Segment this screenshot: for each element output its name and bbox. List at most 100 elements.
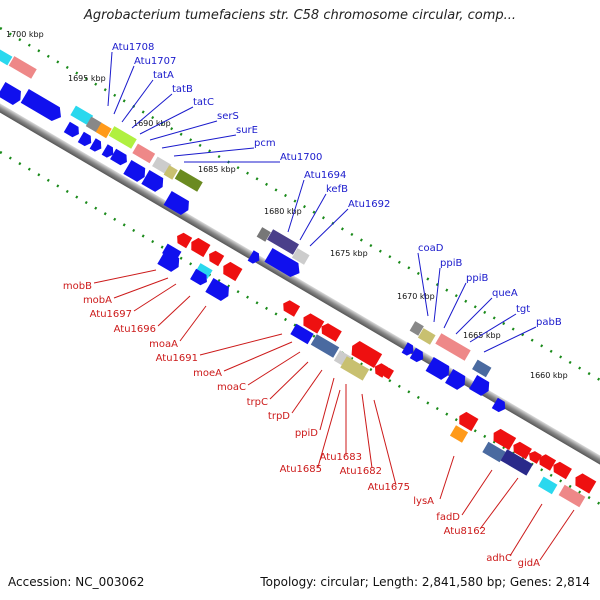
scale-1695: 1695 kbp [68, 74, 106, 83]
reverse-gene-label: moeA [193, 368, 222, 379]
scale-1670: 1670 kbp [397, 292, 435, 301]
map-title: Agrobacterium tumefaciens str. C58 chrom… [83, 8, 517, 23]
reverse-arrow [493, 428, 517, 451]
reverse-gene-label: lysA [413, 496, 434, 507]
forward-gene-label: kefB [326, 184, 348, 195]
reverse-gene-label: moaC [217, 382, 246, 393]
reverse-gene-label: ppiD [295, 428, 318, 439]
gene-block [482, 441, 506, 463]
forward-arrow [190, 268, 207, 286]
scale-1680: 1680 kbp [264, 207, 302, 216]
scale-1665: 1665 kbp [463, 331, 501, 340]
reverse-gene-label: fadD [436, 512, 460, 523]
topology-label: Topology: circular; Length: 2,841,580 bp… [260, 575, 590, 589]
reverse-gene-label: adhC [486, 553, 512, 564]
gene-block [108, 126, 137, 149]
forward-arrow [247, 250, 260, 264]
gene-block [417, 328, 436, 345]
forward-gene-label: surE [236, 125, 258, 136]
gene-block [449, 425, 469, 443]
forward-arrow [401, 342, 414, 356]
reverse-arrow [382, 367, 394, 380]
forward-gene-label: tatC [193, 97, 214, 108]
reverse-arrow [321, 323, 342, 342]
reverse-arrow [223, 261, 243, 282]
gene-block [291, 248, 310, 265]
reverse-arrow [374, 363, 389, 378]
forward-arrow [77, 131, 92, 147]
reverse-labels: mobB mobA Atu1697 Atu1696 moaA Atu1691 m… [63, 281, 540, 569]
accession-label: Accession: NC_003062 [8, 575, 145, 589]
forward-arrow [425, 357, 450, 380]
forward-arrows [0, 82, 506, 413]
reverse-arrows [177, 232, 597, 494]
forward-arrow [264, 247, 300, 277]
gene-block [85, 116, 102, 133]
forward-gene-label: tatA [153, 70, 174, 81]
forward-gene-label: Atu1707 [134, 56, 176, 67]
gene-block [435, 333, 471, 361]
forward-gene-label: ppiB [466, 273, 488, 284]
forward-arrow [63, 121, 79, 138]
forward-gene-label: serS [217, 111, 239, 122]
forward-gene-label: Atu1700 [280, 152, 322, 163]
gene-block [163, 165, 178, 180]
gene-block [340, 356, 370, 381]
reverse-arrow [539, 454, 557, 471]
scale-1675: 1675 kbp [330, 249, 368, 258]
forward-arrow [491, 397, 506, 413]
gene-block [95, 122, 112, 139]
reverse-arrow [513, 441, 532, 460]
gene-block [0, 48, 13, 66]
gene-block [8, 56, 37, 79]
reverse-arrow [209, 250, 225, 267]
reverse-gene-label: Atu1685 [280, 464, 322, 475]
forward-arrow [469, 375, 490, 396]
forward-arrow [101, 144, 114, 158]
gene-block [538, 476, 558, 495]
forward-gene-label: tgt [516, 304, 530, 315]
forward-gene-label: Atu1692 [348, 199, 390, 210]
forward-arrow [157, 250, 180, 272]
forward-gene-label: pcm [254, 138, 276, 149]
forward-arrow [123, 160, 146, 182]
reverse-gene-label: Atu1697 [90, 309, 132, 320]
reverse-gene-label: mobB [63, 281, 92, 292]
forward-gene-label: tatB [172, 84, 193, 95]
forward-gene-label: coaD [418, 243, 444, 254]
gene-block [409, 321, 424, 336]
forward-arrow [205, 278, 229, 301]
gene-block [267, 229, 299, 255]
forward-arrow [89, 138, 102, 152]
forward-gene-label: Atu1708 [112, 42, 154, 53]
reverse-arrow [303, 313, 325, 334]
reverse-arrow [528, 451, 542, 464]
reverse-arrow [283, 300, 301, 317]
forward-arrow [20, 88, 61, 121]
gene-block [132, 143, 156, 164]
reverse-arrow [575, 473, 597, 494]
gene-block [195, 263, 213, 279]
forward-arrow [110, 148, 127, 166]
gene-block [290, 323, 314, 345]
reverse-gene-label: Atu1691 [156, 353, 198, 364]
gene-block [310, 334, 340, 358]
reverse-arrow [553, 461, 572, 480]
reverse-arrow [191, 237, 211, 258]
forward-gene-label: ppiB [440, 258, 462, 269]
reverse-gene-label: Atu1696 [114, 324, 156, 335]
gene-block [472, 359, 492, 378]
reverse-gene-label: gidA [518, 558, 540, 569]
reverse-gene-label: moaA [149, 339, 178, 350]
reverse-gene-label: trpD [268, 411, 290, 422]
reverse-gene-label: Atu8162 [444, 526, 486, 537]
gene-block [70, 105, 94, 126]
scale-labels: 1700 kbp 1695 kbp 1690 kbp 1685 kbp 1680… [6, 30, 568, 380]
scale-1685: 1685 kbp [198, 165, 236, 174]
gene-block [500, 449, 533, 476]
reverse-gene-label: Atu1675 [368, 482, 410, 493]
forward-gene-label: queA [492, 288, 518, 299]
forward-arrow [445, 369, 466, 390]
reverse-label-lines [93, 269, 575, 561]
